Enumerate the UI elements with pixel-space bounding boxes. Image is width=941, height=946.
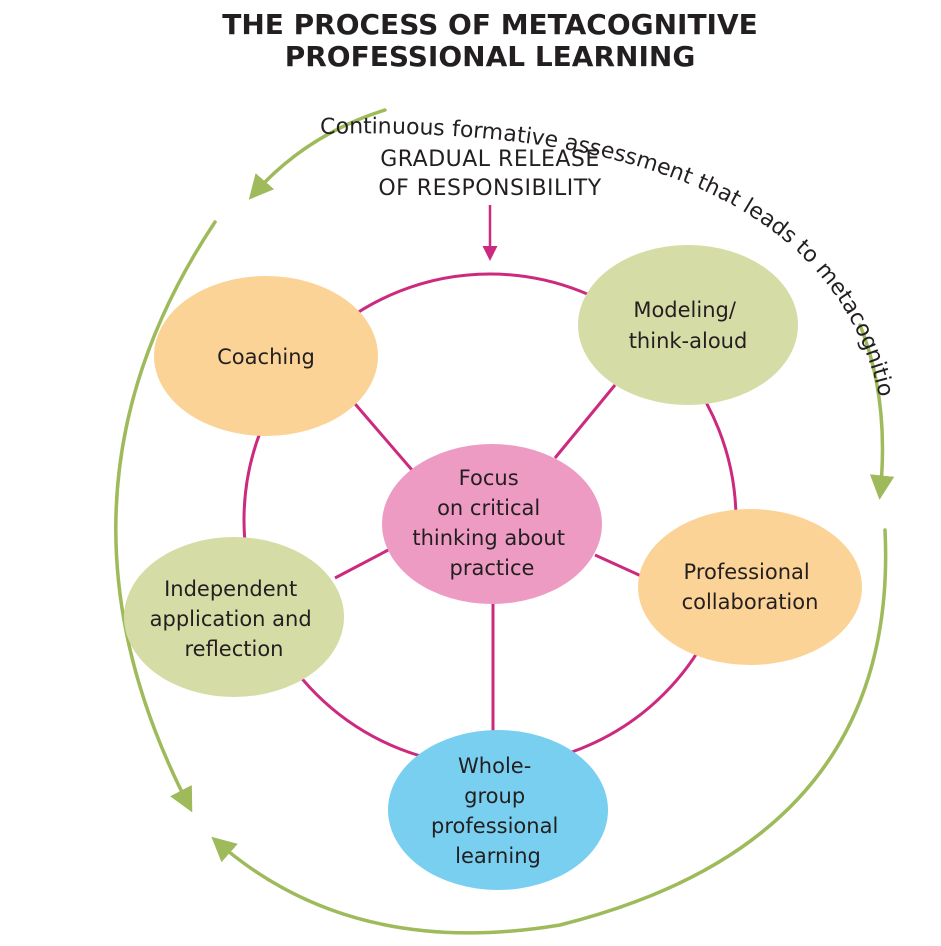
node-center: Focus on critical thinking about practic… (382, 444, 602, 604)
node-coaching-label: Coaching (217, 345, 315, 369)
node-independent: Independent application and reflection (124, 537, 344, 697)
spoke-independent (334, 546, 393, 580)
spokes (334, 384, 651, 735)
node-whole-group: Whole- group professional learning (388, 730, 608, 890)
diagram-title-line-1: THE PROCESS OF METACOGNITIVE (222, 8, 758, 41)
node-whole-group-shape (388, 730, 608, 890)
outer-arrow-right-top (858, 323, 895, 500)
node-center-label: Focus on critical thinking about practic… (412, 466, 571, 580)
node-collaboration: Professional collaboration (638, 509, 862, 665)
node-modeling: Modeling/ think-aloud (578, 245, 798, 405)
spoke-coaching (348, 397, 414, 471)
node-independent-shape (124, 537, 344, 697)
outer-cycle-arrows (114, 108, 895, 935)
gradual-release-line-1: GRADUAL RELEASE (380, 147, 600, 172)
outer-arrow-top (248, 108, 387, 200)
node-collaboration-label: Professional collaboration (682, 560, 819, 614)
node-coaching: Coaching (154, 276, 378, 436)
node-modeling-label: Modeling/ think-aloud (629, 298, 748, 353)
outer-arrow-right-bottom (211, 528, 888, 935)
node-modeling-shape (578, 245, 798, 405)
spoke-modeling (553, 384, 617, 459)
node-coaching-shape (154, 276, 378, 436)
node-collaboration-shape (638, 509, 862, 665)
node-independent-label: Independent application and reflection (150, 577, 319, 661)
gradual-release-line-2: OF RESPONSIBILITY (378, 176, 601, 201)
outer-arrow-left (114, 220, 217, 813)
node-whole-group-label: Whole- group professional learning (431, 754, 565, 868)
diagram-title-line-2: PROFESSIONAL LEARNING (285, 40, 696, 73)
node-center-shape (382, 444, 602, 604)
